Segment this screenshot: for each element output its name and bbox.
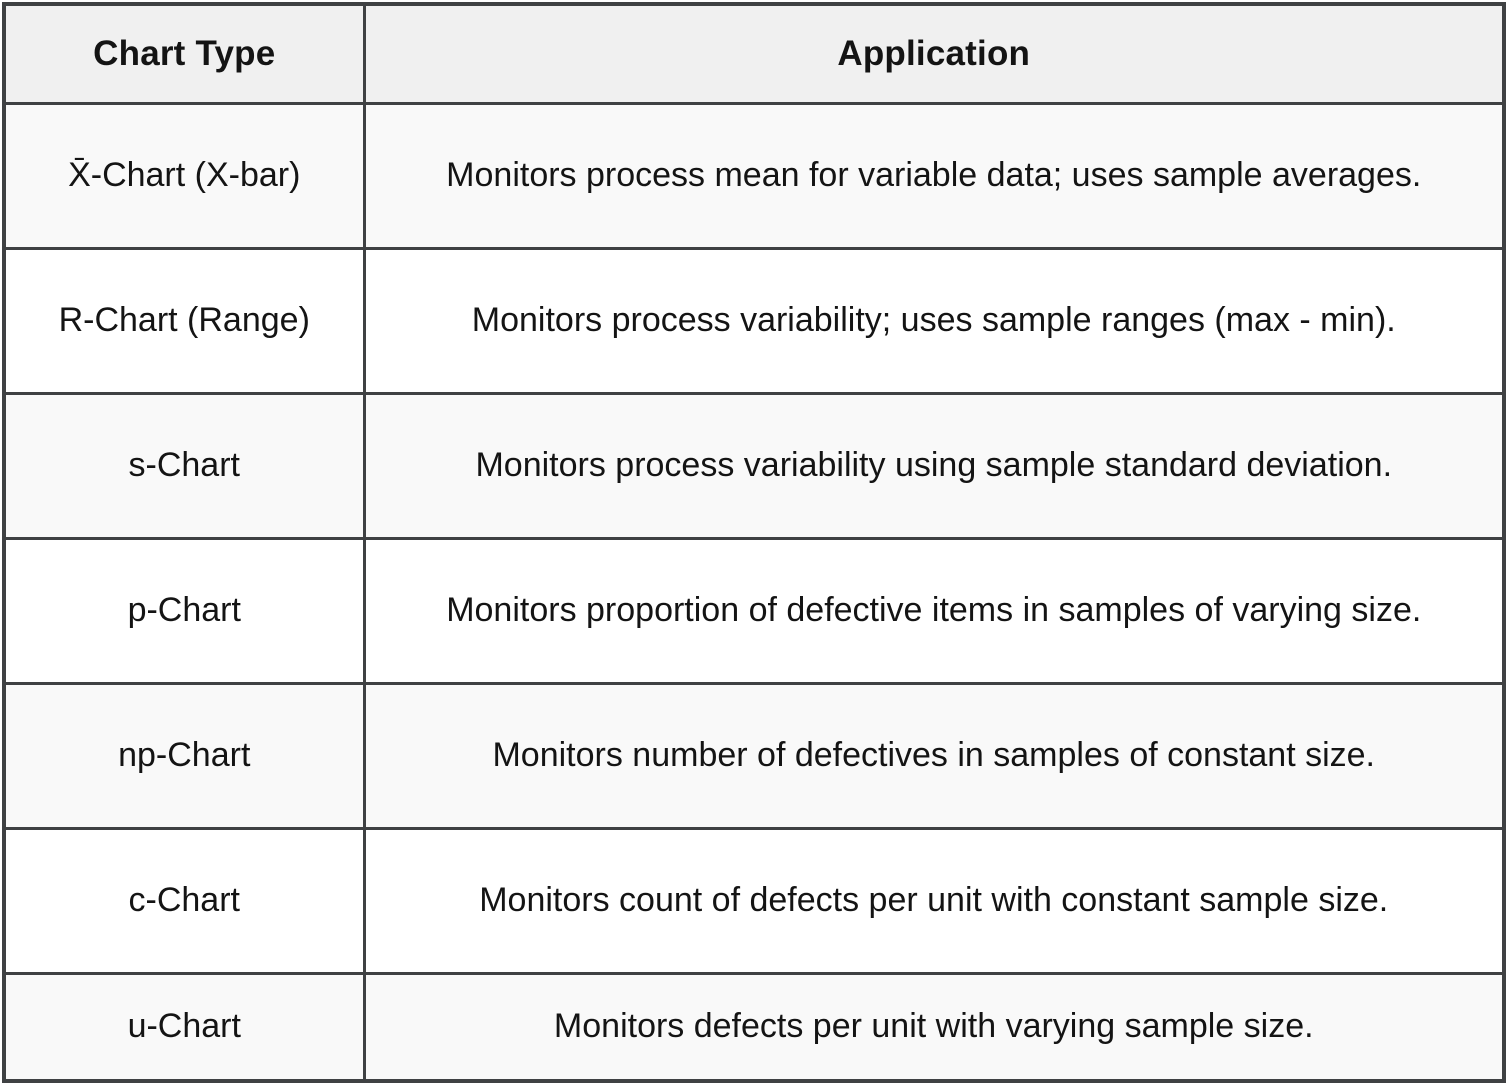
table-row: u-Chart Monitors defects per unit with v… [2, 972, 1506, 1083]
table-row: s-Chart Monitors process variability usi… [2, 392, 1506, 540]
cell-chart-type: c-Chart [2, 827, 366, 975]
table-body: X̄-Chart (X-bar) Monitors process mean f… [2, 102, 1506, 1083]
table-header-row: Chart Type Application [2, 2, 1506, 105]
cell-application: Monitors process variability; uses sampl… [362, 247, 1506, 395]
column-header-application: Application [362, 2, 1506, 105]
table-row: p-Chart Monitors proportion of defective… [2, 537, 1506, 685]
cell-application: Monitors proportion of defective items i… [362, 537, 1506, 685]
table-header: Chart Type Application [2, 2, 1506, 105]
cell-application: Monitors count of defects per unit with … [362, 827, 1506, 975]
cell-application: Monitors defects per unit with varying s… [362, 972, 1506, 1083]
table-row: c-Chart Monitors count of defects per un… [2, 827, 1506, 975]
table-row: R-Chart (Range) Monitors process variabi… [2, 247, 1506, 395]
table-row: X̄-Chart (X-bar) Monitors process mean f… [2, 102, 1506, 250]
cell-chart-type: X̄-Chart (X-bar) [2, 102, 366, 250]
column-header-chart-type: Chart Type [2, 2, 366, 105]
cell-application: Monitors process variability using sampl… [362, 392, 1506, 540]
cell-chart-type: s-Chart [2, 392, 366, 540]
cell-chart-type: p-Chart [2, 537, 366, 685]
cell-chart-type: u-Chart [2, 972, 366, 1083]
cell-application: Monitors process mean for variable data;… [362, 102, 1506, 250]
cell-application: Monitors number of defectives in samples… [362, 682, 1506, 830]
cell-chart-type: R-Chart (Range) [2, 247, 366, 395]
table-row: np-Chart Monitors number of defectives i… [2, 682, 1506, 830]
cell-chart-type: np-Chart [2, 682, 366, 830]
